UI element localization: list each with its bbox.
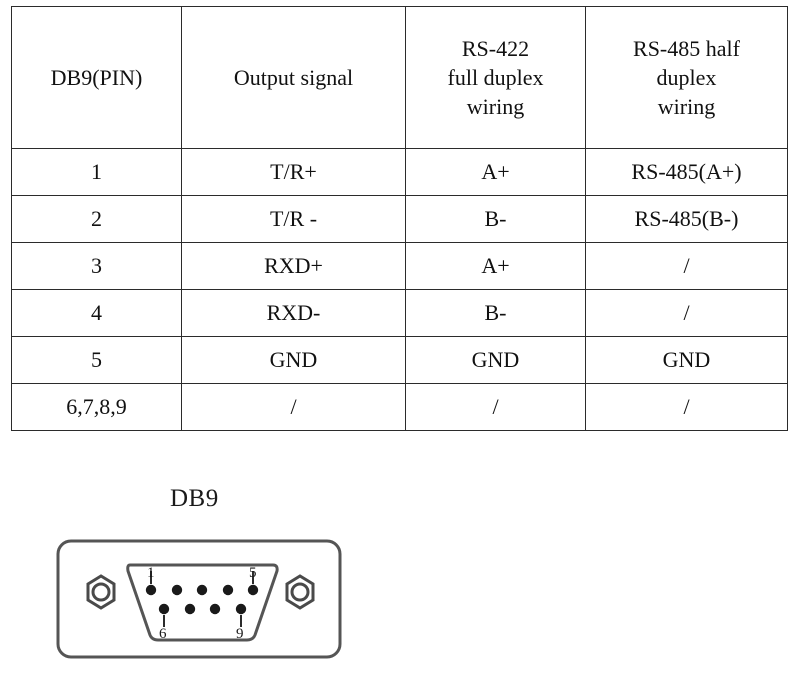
cell-pin: 2 — [11, 195, 182, 243]
cell-signal: T/R - — [181, 195, 406, 243]
header-line: RS-422 — [461, 35, 530, 61]
pin-hole-6 — [158, 603, 170, 615]
connector-d-shell — [126, 563, 279, 642]
cell-pin: 6,7,8,9 — [11, 383, 182, 431]
db9-figure-caption: DB9 — [170, 485, 219, 512]
header-line: RS-485 half — [633, 35, 740, 61]
pin-hole-5 — [247, 584, 259, 596]
table-header: DB9(PIN) Output signal RS-422 full duple… — [11, 6, 788, 149]
table-row: 2 T/R - B- RS-485(B-) — [11, 195, 788, 243]
cell-rs485: / — [585, 383, 788, 431]
table-row: 3 RXD+ A+ / — [11, 242, 788, 290]
cell-rs422: A+ — [405, 242, 586, 290]
table-header-row: DB9(PIN) Output signal RS-422 full duple… — [11, 6, 788, 149]
pin-row-bottom — [158, 603, 247, 615]
cell-rs422: B- — [405, 289, 586, 337]
cell-rs422: / — [405, 383, 586, 431]
cell-signal: T/R+ — [181, 148, 406, 196]
table-row: 1 T/R+ A+ RS-485(A+) — [11, 148, 788, 196]
pin-hole-7 — [184, 603, 196, 615]
cell-pin: 1 — [11, 148, 182, 196]
cell-pin: 5 — [11, 336, 182, 384]
pin-label-bottom-right: 9 — [236, 626, 244, 642]
cell-rs485: / — [585, 289, 788, 337]
cell-rs485: RS-485(A+) — [585, 148, 788, 196]
pin-hole-9 — [235, 603, 247, 615]
cell-rs485: / — [585, 242, 788, 290]
table-row: 6,7,8,9 / / / — [11, 383, 788, 431]
pin-label-top-left: 1 — [147, 565, 155, 581]
pin-hole-8 — [209, 603, 221, 615]
cell-signal: RXD+ — [181, 242, 406, 290]
header-line: duplex — [656, 64, 717, 90]
header-line: full duplex — [447, 64, 544, 90]
pin-hole-1 — [145, 584, 157, 596]
db9-pinout-table: DB9(PIN) Output signal RS-422 full duple… — [11, 6, 788, 431]
pin-label-bottom-left: 6 — [159, 626, 167, 642]
screw-mount-right-icon — [285, 574, 315, 610]
pin-hole-2 — [171, 584, 183, 596]
header-line: DB9(PIN) — [50, 64, 143, 90]
pin-hole-3 — [196, 584, 208, 596]
db9-connector-figure: DB9 — [0, 470, 400, 670]
column-header-output-signal: Output signal — [181, 6, 406, 149]
header-line: Output signal — [233, 64, 354, 90]
cell-rs485: GND — [585, 336, 788, 384]
table-body: 1 T/R+ A+ RS-485(A+) 2 T/R - B- RS-485(B… — [11, 148, 788, 431]
db9-connector-drawing: 1 5 6 9 — [56, 539, 342, 659]
pin-label-top-right: 5 — [249, 565, 257, 581]
pin-row-top — [145, 584, 259, 596]
cell-rs422: B- — [405, 195, 586, 243]
cell-signal: RXD- — [181, 289, 406, 337]
table-row: 4 RXD- B- / — [11, 289, 788, 337]
column-header-rs422-full-duplex: RS-422 full duplex wiring — [405, 6, 586, 149]
header-line: wiring — [466, 94, 525, 120]
table-row: 5 GND GND GND — [11, 336, 788, 384]
column-header-rs485-half-duplex: RS-485 half duplex wiring — [585, 6, 788, 149]
cell-signal: / — [181, 383, 406, 431]
cell-signal: GND — [181, 336, 406, 384]
screw-mount-left-icon — [86, 574, 116, 610]
cell-pin: 3 — [11, 242, 182, 290]
header-line: wiring — [657, 94, 716, 120]
column-header-db9-pin: DB9(PIN) — [11, 6, 182, 149]
cell-rs422: A+ — [405, 148, 586, 196]
cell-pin: 4 — [11, 289, 182, 337]
pin-hole-4 — [222, 584, 234, 596]
cell-rs422: GND — [405, 336, 586, 384]
cell-rs485: RS-485(B-) — [585, 195, 788, 243]
